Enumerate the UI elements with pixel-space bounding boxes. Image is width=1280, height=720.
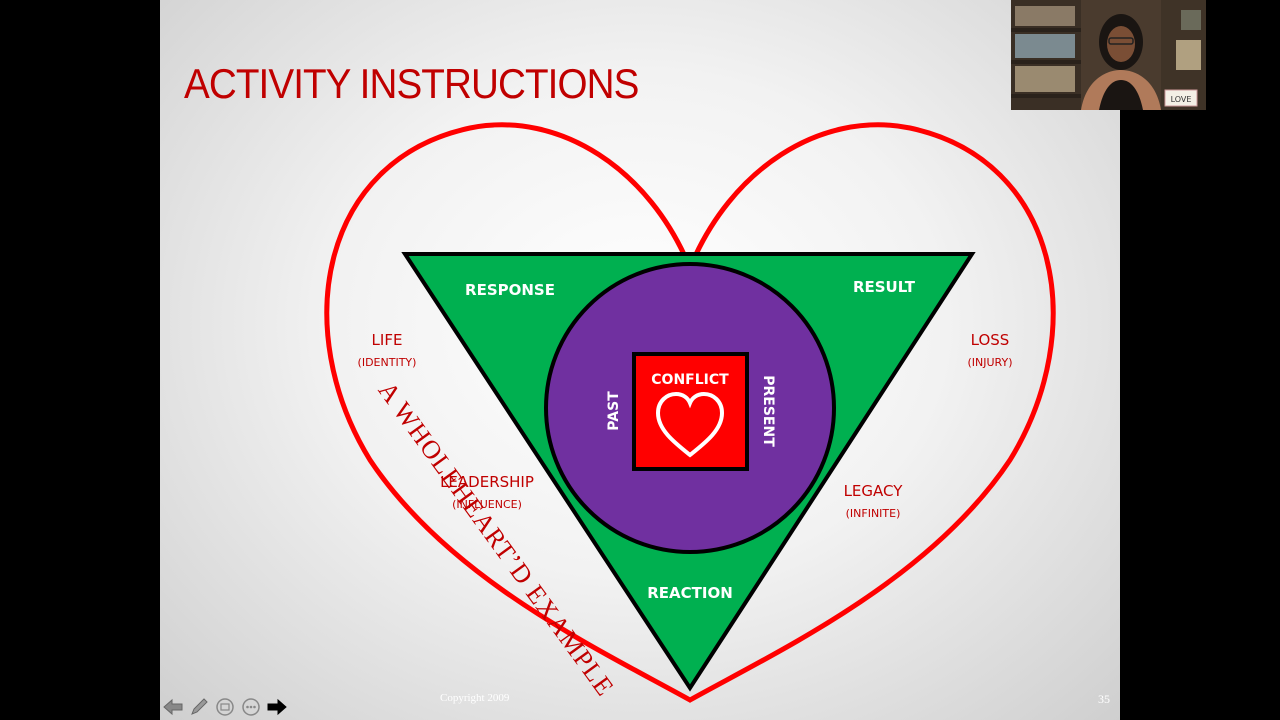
life-label: LIFE bbox=[372, 331, 403, 349]
slides-icon bbox=[216, 698, 234, 716]
pen-tool-button[interactable] bbox=[188, 696, 210, 718]
heart-outline bbox=[324, 122, 1056, 703]
more-options-button[interactable] bbox=[240, 696, 262, 718]
conflict-label: CONFLICT bbox=[651, 372, 729, 388]
response-label: RESPONSE bbox=[465, 281, 555, 299]
slide-navigation-toolbar bbox=[162, 696, 288, 718]
past-label: PAST bbox=[606, 391, 622, 431]
loss-label: LOSS bbox=[971, 331, 1010, 349]
life-sublabel: (IDENTITY) bbox=[358, 356, 417, 369]
legacy-sublabel: (INFINITE) bbox=[846, 507, 901, 520]
heart-diagram: CONFLICT PAST PRESENT RESPONSE RESULT RE… bbox=[324, 122, 1056, 703]
arrow-right-icon bbox=[267, 698, 287, 716]
result-label: RESULT bbox=[853, 278, 916, 296]
see-all-slides-button[interactable] bbox=[214, 696, 236, 718]
pen-icon bbox=[191, 698, 208, 715]
conflict-box bbox=[632, 352, 749, 471]
arrow-left-icon bbox=[163, 698, 183, 716]
presentation-slide: ACTIVITY INSTRUCTIONS CONFLICT PAST PRES… bbox=[160, 0, 1120, 720]
more-icon bbox=[242, 698, 260, 716]
leadership-label: LEADERSHIP bbox=[440, 473, 534, 491]
loss-sublabel: (INJURY) bbox=[967, 356, 1012, 369]
legacy-label: LEGACY bbox=[844, 482, 904, 500]
slide-number: 35 bbox=[1098, 692, 1110, 706]
webcam-video: LOVE bbox=[1011, 0, 1206, 110]
next-slide-button[interactable] bbox=[266, 696, 288, 718]
reaction-label: REACTION bbox=[647, 584, 733, 602]
present-label: PRESENT bbox=[760, 375, 776, 447]
previous-slide-button[interactable] bbox=[162, 696, 184, 718]
copyright-text: Copyright 2009 bbox=[440, 692, 510, 704]
webcam-feed: LOVE bbox=[1011, 0, 1206, 110]
slide-title: ACTIVITY INSTRUCTIONS bbox=[184, 60, 639, 107]
heart-icon bbox=[655, 391, 725, 458]
leadership-sublabel: (INFLUENCE) bbox=[452, 498, 522, 511]
love-sign-text: LOVE bbox=[1171, 95, 1192, 104]
